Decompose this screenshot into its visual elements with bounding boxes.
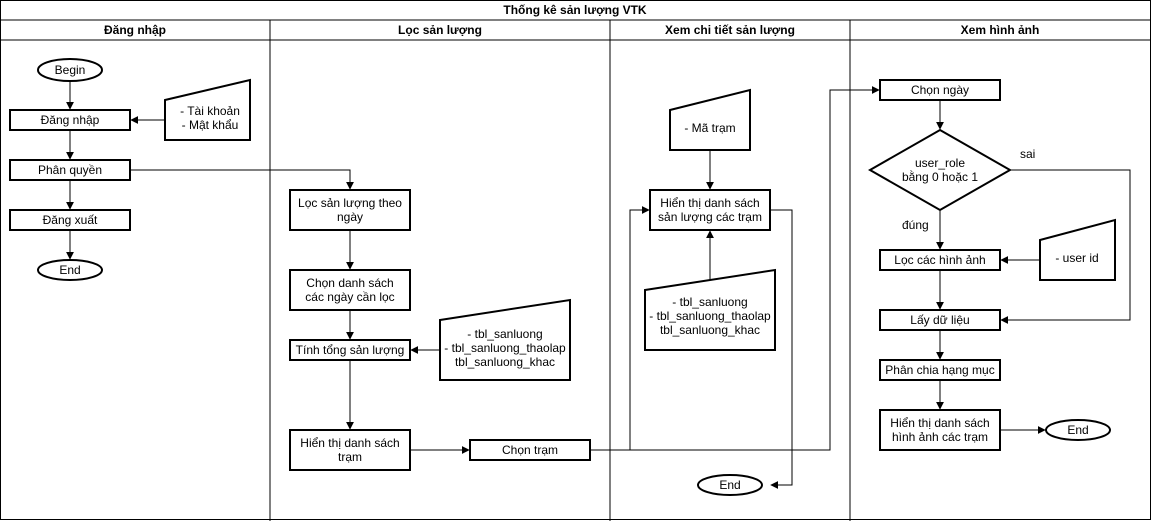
node-label-line: - tbl_sanluong_thaolap	[649, 309, 771, 323]
lane-title-dang-nhap: Đăng nhập	[104, 23, 166, 37]
node-label: Đăng nhập	[41, 113, 100, 127]
node-label-line: bằng 0 hoặc 1	[902, 169, 978, 184]
node-label-line: Begin	[55, 63, 86, 77]
node-label-line: Hiển thị danh sách	[890, 416, 989, 430]
node-label: Đăng xuất	[43, 213, 98, 227]
node-label-line: Lấy dữ liệu	[910, 313, 969, 327]
node-label-line: Đăng xuất	[43, 213, 98, 227]
node-label-line: - Tài khoản	[180, 104, 240, 118]
node-label: Chọn ngày	[911, 83, 969, 97]
node-label-line: Đăng nhập	[41, 113, 100, 127]
node-end-detail: End	[697, 474, 763, 496]
node-tinh-tong: Tính tổng sản lượng	[289, 339, 411, 361]
node-label-line: Lọc các hình ảnh	[894, 253, 985, 267]
node-label-line: trạm	[338, 450, 362, 464]
node-label-line: Hiển thị danh sách	[660, 196, 759, 210]
node-label-line: tbl_sanluong_khac	[660, 323, 760, 337]
edges	[66, 81, 1131, 489]
node-chon-ngay: Chọn ngày	[879, 79, 1001, 101]
node-loc-hinh-anh: Lọc các hình ảnh	[879, 249, 1001, 271]
node-label: - user id	[1055, 251, 1098, 265]
node-lay-du-lieu: Lấy dữ liệu	[879, 309, 1001, 331]
node-label: Tính tổng sản lượng	[296, 343, 405, 357]
node-label-line: - tbl_sanluong	[672, 295, 747, 309]
node-label-line: Lọc sản lượng theo	[298, 196, 402, 210]
node-label-line: các ngày cần lọc	[305, 290, 394, 304]
lane-title-xem-hinh-anh: Xem hình ảnh	[961, 23, 1040, 37]
node-label-line: Chọn trạm	[502, 443, 558, 457]
node-label-line: Tính tổng sản lượng	[296, 343, 405, 357]
diagram-title: Thống kê sản lượng VTK	[503, 3, 647, 17]
node-phan-quyen: Phân quyền	[9, 159, 131, 181]
node-label-line: hình ảnh các trạm	[892, 430, 988, 444]
node-label-line: Phân quyền	[38, 163, 102, 177]
node-label-line: sản lượng các trạm	[658, 210, 762, 224]
node-label: Begin	[55, 63, 86, 77]
node-label-line: tbl_sanluong_khac	[455, 355, 555, 369]
node-label-line: - tbl_sanluong	[467, 327, 542, 341]
node-label-line: End	[719, 478, 740, 492]
node-begin: Begin	[37, 58, 103, 82]
node-label-line: End	[1067, 423, 1088, 437]
node-label: - Tài khoản- Mật khẩu	[180, 104, 240, 132]
node-label-line: - Mật khẩu	[182, 118, 239, 132]
edge-label-no: sai	[1020, 147, 1035, 161]
node-label-line: user_role	[915, 156, 965, 170]
node-tai-khoan-input: - Tài khoản- Mật khẩu	[164, 78, 251, 141]
node-label-line: Chọn danh sách	[306, 276, 393, 290]
node-label-line: ngày	[337, 210, 363, 224]
node-chon-tram: Chọn trạm	[469, 439, 591, 461]
node-end-login: End	[37, 259, 103, 281]
node-label: Phân quyền	[38, 163, 102, 177]
node-label-line: Hiển thị danh sách	[300, 436, 399, 450]
lane-title-xem-chi-tiet: Xem chi tiết sản lượng	[665, 23, 795, 37]
lane-title-loc-san-luong: Lọc sản lượng	[398, 23, 482, 37]
node-label-line: Phân chia hạng mục	[885, 363, 994, 377]
node-label-line: End	[59, 263, 80, 277]
node-user-id: - user id	[1039, 218, 1116, 281]
node-label: Lấy dữ liệu	[910, 313, 969, 327]
node-label-line: - Mã trạm	[684, 121, 735, 135]
node-label: End	[59, 263, 80, 277]
node-ma-tram: - Mã trạm	[669, 88, 751, 151]
node-label: End	[1067, 423, 1088, 437]
node-label: Phân chia hạng mục	[885, 363, 994, 377]
node-label-line: - tbl_sanluong_thaolap	[444, 341, 566, 355]
node-phan-chia: Phân chia hạng mục	[879, 359, 1001, 381]
node-label-line: - user id	[1055, 251, 1098, 265]
node-label-line: Chọn ngày	[911, 83, 969, 97]
node-label: Lọc các hình ảnh	[894, 253, 985, 267]
node-dang-xuat: Đăng xuất	[9, 209, 131, 231]
node-label: End	[719, 478, 740, 492]
edge-label-yes: đúng	[902, 218, 929, 232]
node-label: - Mã trạm	[684, 121, 735, 135]
node-label: Chọn trạm	[502, 443, 558, 457]
node-end-image: End	[1045, 419, 1111, 441]
node-dang-nhap: Đăng nhập	[9, 109, 131, 131]
